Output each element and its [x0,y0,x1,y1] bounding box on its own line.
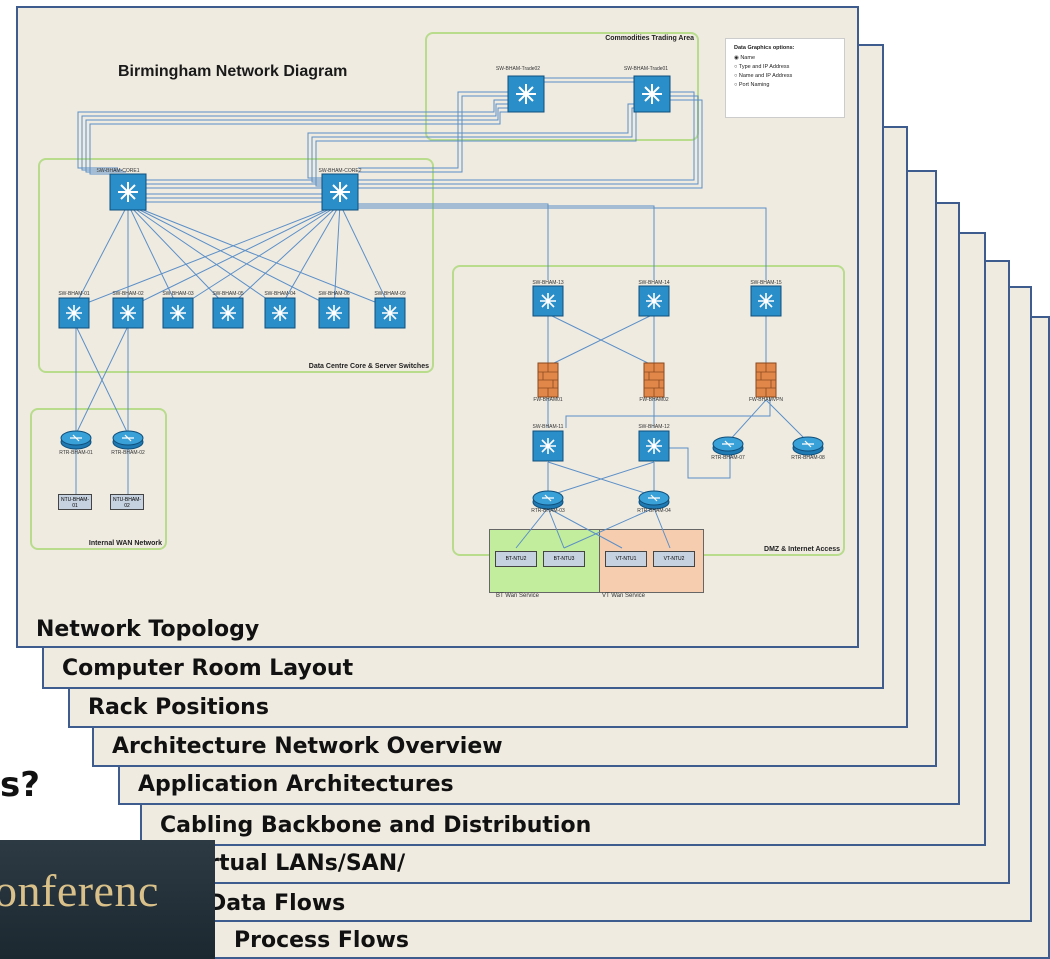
zone-label: DMZ & Internet Access [764,546,840,553]
legend-option-port[interactable]: Port Naming [734,82,836,88]
network-devices [58,75,824,510]
device-label: RTR-BHAM-02 [111,450,145,456]
zone-datacentre: Data Centre Core & Server Switches [38,158,434,373]
stack-label: Architecture Network Overview [112,734,503,759]
device-label: SW-BHAM-04 [264,291,296,297]
stack-label: Virtual LANs/SAN/ [184,851,406,876]
device-label: RTR-BHAM-01 [59,450,93,456]
legend-option-name[interactable]: Name [734,55,836,61]
wan-ntu-box: BT-NTU3 [543,551,585,567]
device-label: RTR-BHAM-07 [711,455,745,461]
ntu-box: NTU-BHAM-01 [58,494,92,510]
stack-label: Data Flows [208,891,346,916]
banner-text: onferenc [0,865,159,916]
device-label: SW-BHAM-03 [162,291,194,297]
legend-option-type-ip[interactable]: Type and IP Address [734,64,836,70]
device-label: SW-BHAM-06 [318,291,350,297]
device-label: SW-BHAM-13 [532,280,564,286]
wan-ntu-box: VT-NTU2 [653,551,695,567]
wan-ntu-box: VT-NTU1 [605,551,647,567]
device-label: RTR-BHAM-03 [531,508,565,514]
wan-ntu-box: BT-NTU2 [495,551,537,567]
device-label: SW-BHAM-09 [374,291,406,297]
question-fragment: s? [0,765,40,805]
zone-label: Data Centre Core & Server Switches [308,363,429,370]
device-label: RTR-BHAM-04 [637,508,671,514]
device-label: SW-BHAM-12 [638,424,670,430]
legend-option-name-ip[interactable]: Name and IP Address [734,73,836,79]
device-label: SW-BHAM-02 [112,291,144,297]
device-label: SW-BHAM-15 [750,280,782,286]
device-label: SW-BHAM-01 [58,291,90,297]
zone-label: Internal WAN Network [88,540,162,547]
stack-label: Process Flows [234,928,410,953]
zone-wan: Internal WAN Network [30,408,167,550]
ntu-box: NTU-BHAM-02 [110,494,144,510]
stack-label: Application Architectures [138,772,454,797]
device-label: SW-BHAM-Trade01 [623,66,669,72]
card-label-network-topology: Network Topology [36,617,260,642]
device-label: SW-BHAM-CORE2 [318,168,362,174]
stack-card-network-topology[interactable]: Birmingham Network Diagram Commodities T… [16,6,859,648]
device-label: SW-BHAM-11 [532,424,564,430]
stack-label: Cabling Backbone and Distribution [160,813,592,838]
bt-service-label: BT Wan Service [496,593,540,599]
diagram-title: Birmingham Network Diagram [118,63,348,80]
device-label: SW-BHAM-CORE1 [96,168,140,174]
zone-commodities: Commodities Trading Area [425,32,699,141]
device-label: FW-BHAM01 [533,397,563,403]
device-label: FW-BHAM02 [639,397,669,403]
legend-heading: Data Graphics options: [734,45,795,51]
zone-label: Commodities Trading Area [605,35,694,42]
stack-label: Rack Positions [88,695,269,720]
device-label: SW-BHAM-Trade02 [495,66,541,72]
network-links [73,77,809,549]
conference-banner: onferenc [0,840,215,959]
stack-label: Computer Room Layout [62,656,354,681]
vt-service-label: VT Wan Service [602,593,646,599]
device-label: SW-BHAM-05 [212,291,244,297]
data-graphics-legend[interactable]: Data Graphics options: Name Type and IP … [725,38,845,118]
device-label: RTR-BHAM-08 [791,455,825,461]
device-label: FW-BHAMVPN [748,397,784,403]
device-label: SW-BHAM-14 [638,280,670,286]
